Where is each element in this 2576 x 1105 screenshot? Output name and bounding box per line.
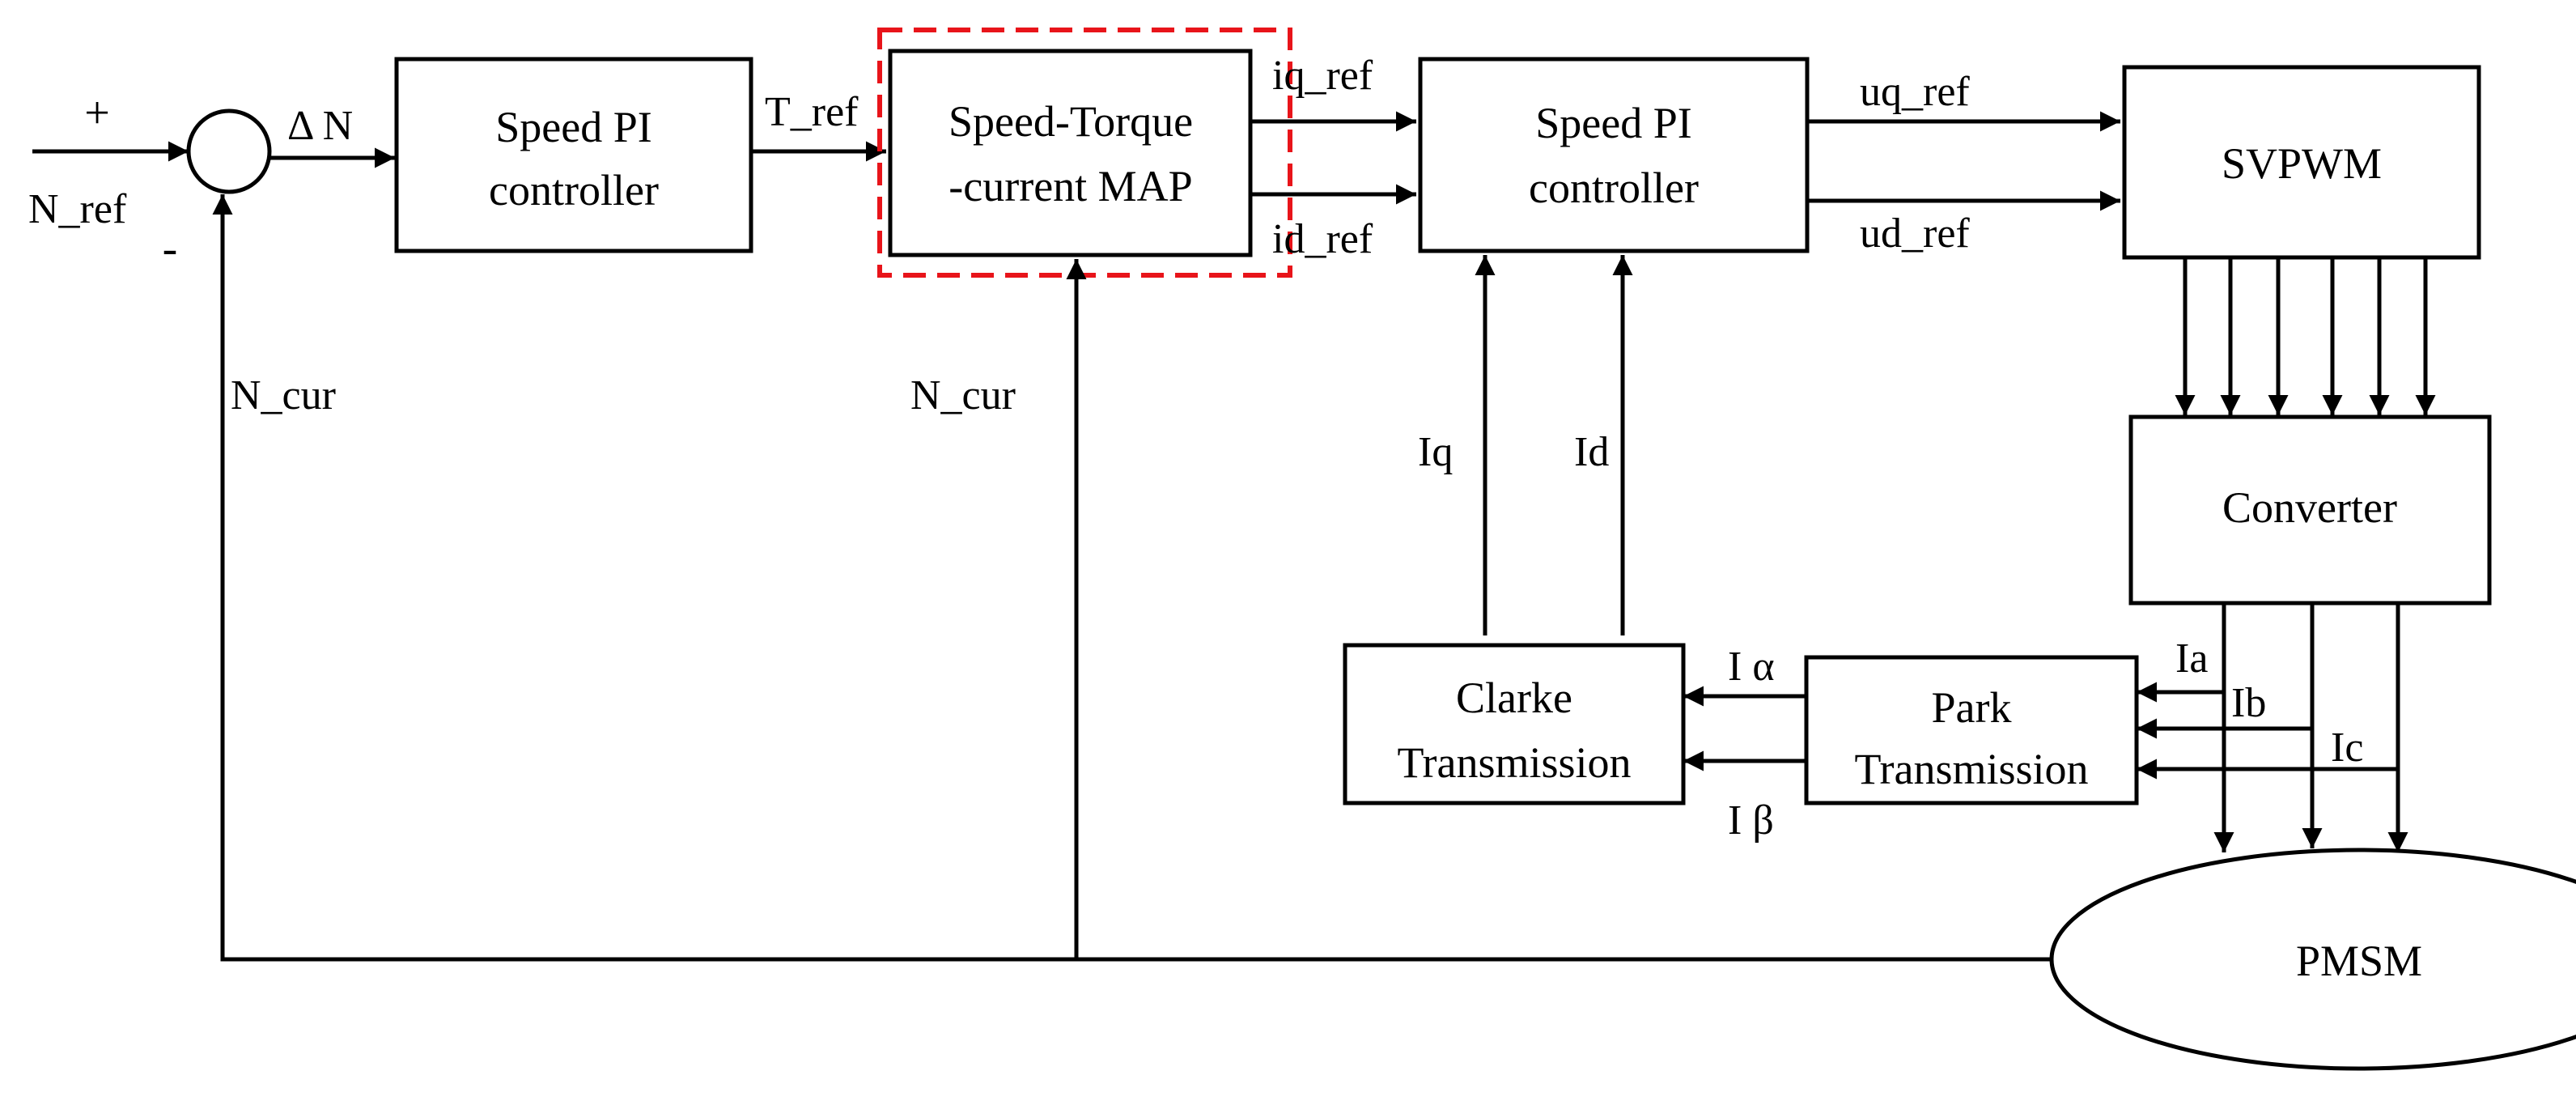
clarke-line1: Clarke [1456, 674, 1572, 722]
n-ref-label: N_ref [28, 186, 127, 232]
converter-block: Converter [2128, 414, 2492, 606]
ib-label: Ib [2231, 680, 2266, 726]
t-ref-label: T_ref [765, 89, 859, 135]
delta-n-label: Δ N [287, 103, 353, 149]
speed-pi-2-line1: Speed PI [1535, 99, 1691, 147]
clarke-transmission-block: Clarke Transmission [1343, 643, 1686, 805]
pwm-signal-arrows [2175, 257, 2436, 415]
pmsm-label: PMSM [2296, 937, 2422, 985]
n-cur-mid-label: N_cur [910, 372, 1016, 419]
n-cur-left-label: N_cur [231, 372, 336, 419]
park-line2: Transmission [1854, 745, 2088, 793]
iq-ref-label: iq_ref [1272, 53, 1373, 99]
pmsm-motor: PMSM [2049, 848, 2576, 1071]
speed-feedback-line [212, 194, 2052, 962]
speed-torque-current-map-block: Speed-Torque -current MAP [888, 49, 1253, 257]
ia-label: Ia [2175, 635, 2208, 682]
current-sense-arrows [2137, 682, 2398, 780]
ud-ref-label: ud_ref [1860, 210, 1970, 257]
svpwm-block: SVPWM [2122, 65, 2481, 260]
speed-pi-controller-2-block: Speed PI controller [1418, 57, 1810, 253]
park-line1: Park [1932, 683, 2012, 732]
ic-label: Ic [2331, 725, 2363, 771]
i-alpha-label: I α [1728, 644, 1775, 690]
map-line2: -current MAP [948, 162, 1192, 210]
minus-sign: - [163, 223, 178, 274]
plus-sign: + [84, 88, 110, 138]
park-transmission-block: Park Transmission [1804, 655, 2139, 805]
id-label: Id [1574, 429, 1609, 475]
clarke-line2: Transmission [1397, 738, 1631, 787]
speed-pi-controller-block: Speed PI controller [394, 57, 753, 253]
iq-label: Iq [1418, 429, 1453, 475]
speed-pi-1-line2: controller [489, 166, 659, 215]
summing-junction [186, 108, 272, 194]
id-ref-label: id_ref [1272, 216, 1373, 262]
uq-ref-label: uq_ref [1860, 69, 1970, 115]
speed-pi-2-line2: controller [1529, 164, 1699, 212]
converter-label: Converter [2222, 483, 2397, 532]
speed-pi-1-line1: Speed PI [495, 103, 651, 151]
svpwm-label: SVPWM [2222, 139, 2382, 188]
map-line1: Speed-Torque [948, 97, 1193, 146]
i-beta-label: I β [1728, 797, 1774, 844]
